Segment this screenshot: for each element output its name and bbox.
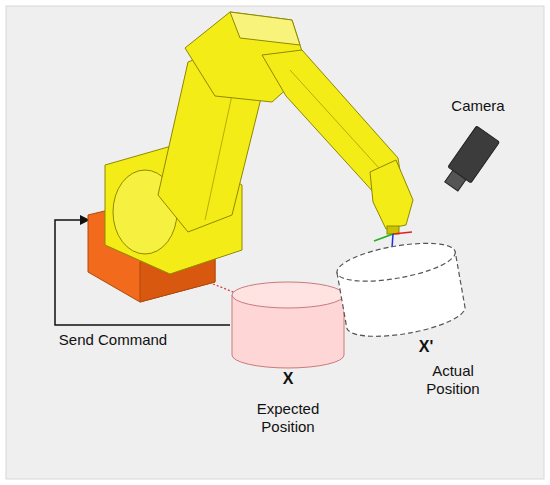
position-symbol: X' bbox=[411, 338, 441, 356]
camera-lens bbox=[445, 170, 466, 191]
elbow-top bbox=[230, 12, 300, 45]
cylinder-shape bbox=[232, 282, 344, 368]
position-node: X' Actual Position bbox=[335, 238, 500, 410]
position-symbol: X bbox=[268, 370, 308, 388]
camera-label: Camera bbox=[438, 96, 518, 115]
y-axis bbox=[374, 234, 393, 241]
tool-flange bbox=[387, 226, 399, 234]
cylinder-shape bbox=[335, 238, 468, 344]
forearm-edge bbox=[290, 70, 388, 178]
position-caption: Expected Position bbox=[238, 400, 338, 436]
z-axis bbox=[392, 234, 393, 248]
x-axis bbox=[393, 232, 412, 234]
cylinder-top bbox=[335, 238, 458, 288]
background-panel bbox=[6, 6, 544, 479]
position-node: X Expected Position bbox=[228, 278, 348, 438]
wrist bbox=[370, 160, 413, 229]
position-caption: Actual Position bbox=[413, 362, 493, 398]
cylinder-top bbox=[232, 282, 344, 308]
command-label: Send Command bbox=[58, 330, 168, 349]
camera-symbol bbox=[440, 126, 500, 194]
